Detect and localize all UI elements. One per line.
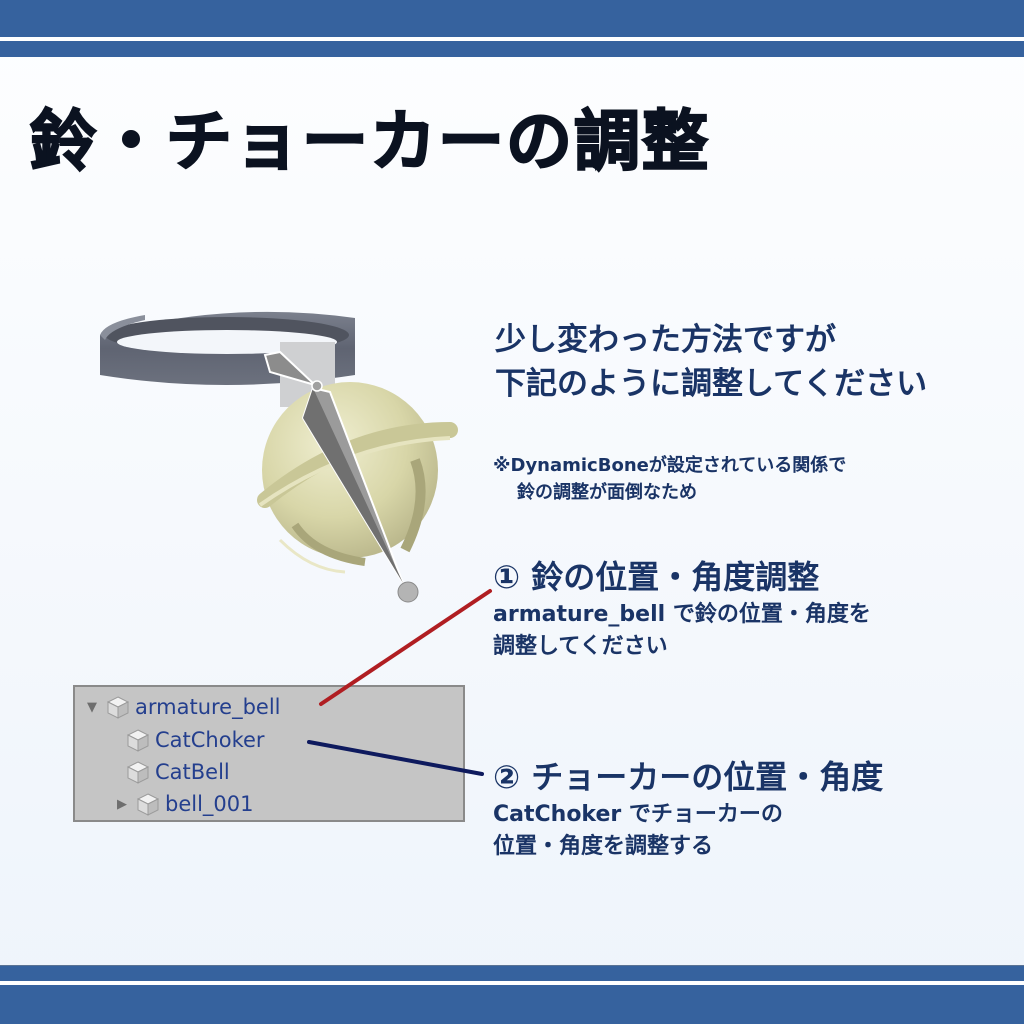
- choker-bell-model-viewport[interactable]: [85, 300, 485, 620]
- step-2-heading: ② チョーカーの位置・角度: [493, 758, 884, 796]
- gameobject-cube-icon: [106, 696, 130, 719]
- tree-item-catbell[interactable]: CatBell: [105, 757, 230, 787]
- intro-line-2: 下記のように調整してください: [495, 366, 928, 402]
- footer-stripe: [0, 981, 1024, 985]
- intro-line-1: 少し変わった方法ですが: [495, 322, 836, 358]
- tree-item-label: CatChoker: [155, 728, 265, 752]
- page-title: 鈴・チョーカーの調整: [29, 102, 710, 181]
- header-band: [0, 0, 1024, 57]
- tree-item-label: armature_bell: [135, 695, 281, 719]
- step-1-desc-line-2: 調整してください: [493, 634, 668, 659]
- tree-item-label: CatBell: [155, 760, 230, 784]
- step-1-desc-line-1: armature_bell で鈴の位置・角度を: [493, 602, 871, 627]
- expand-arrow-icon[interactable]: ▼: [87, 699, 97, 715]
- header-stripe: [0, 37, 1024, 41]
- expand-arrow-icon[interactable]: ▶: [117, 796, 127, 812]
- tree-item-catchoker[interactable]: CatChoker: [105, 725, 265, 755]
- step-2-desc-line-1: CatChoker でチョーカーの: [493, 802, 783, 827]
- intro-text: 少し変わった方法ですが 下記のように調整してください: [495, 318, 927, 406]
- choker-ring-icon: [100, 311, 355, 407]
- note-text: ※DynamicBoneが設定されている関係で 鈴の調整が面倒なため: [493, 452, 846, 506]
- gameobject-cube-icon: [136, 793, 160, 816]
- footer-band: [0, 965, 1024, 1024]
- tree-item-armature-bell[interactable]: ▼ armature_bell: [85, 692, 281, 722]
- gameobject-cube-icon: [126, 729, 150, 752]
- step-1: ① 鈴の位置・角度調整 armature_bell で鈴の位置・角度を 調整して…: [493, 555, 871, 663]
- tree-item-label: bell_001: [165, 792, 254, 816]
- step-2: ② チョーカーの位置・角度 CatChoker でチョーカーの 位置・角度を調整…: [493, 755, 883, 863]
- tree-item-bell-001[interactable]: ▶ bell_001: [115, 789, 254, 819]
- note-line-2: 鈴の調整が面倒なため: [517, 482, 697, 503]
- step-2-desc-line-2: 位置・角度を調整する: [493, 834, 714, 859]
- note-line-1: ※DynamicBoneが設定されている関係で: [493, 455, 847, 476]
- step-1-heading: ① 鈴の位置・角度調整: [493, 558, 820, 596]
- hierarchy-panel: ▼ armature_bell CatChoker CatBell ▶: [73, 685, 465, 822]
- gameobject-cube-icon: [126, 761, 150, 784]
